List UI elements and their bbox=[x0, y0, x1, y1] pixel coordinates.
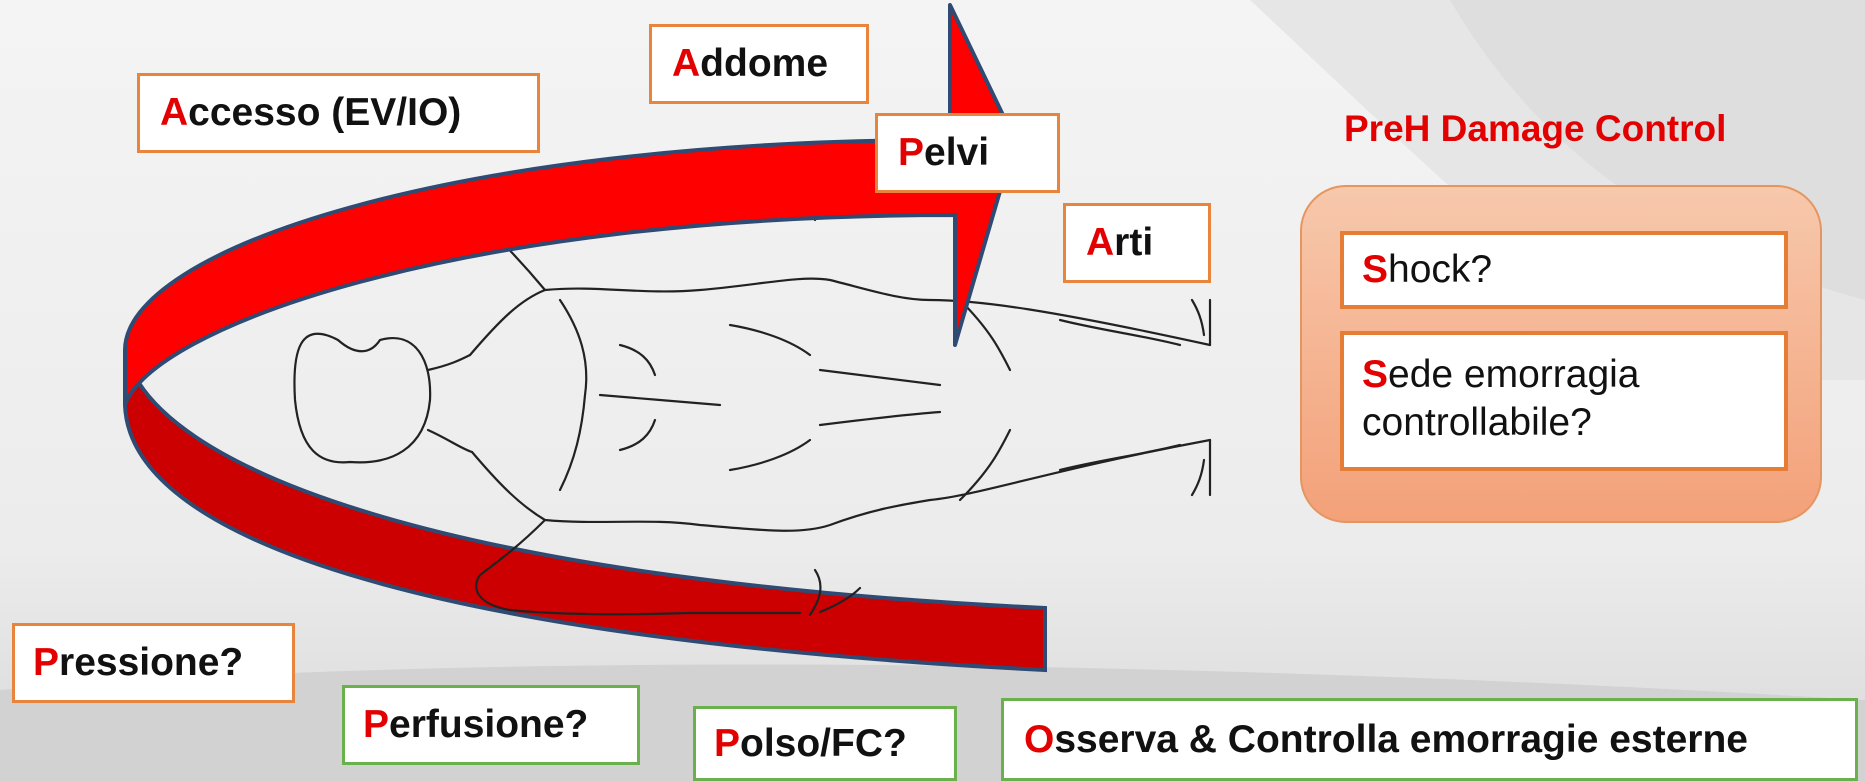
pressione-text: ressione? bbox=[59, 641, 243, 685]
panel-title: PreH Damage Control bbox=[1344, 108, 1726, 150]
osserva-text: sserva & Controlla emorragie esterne bbox=[1054, 718, 1748, 762]
upper-red-arrow bbox=[125, 5, 1015, 405]
sede-line1: Sede emorragia bbox=[1362, 351, 1784, 399]
polso-text: olso/FC? bbox=[740, 722, 907, 766]
shock-text: hock? bbox=[1388, 246, 1492, 294]
sede-box: Sede emorragia controllabile? bbox=[1340, 331, 1788, 471]
arti-text: rti bbox=[1114, 221, 1153, 265]
sede-text: ede emorragia bbox=[1388, 353, 1639, 396]
accesso-text: ccesso (EV/IO) bbox=[188, 91, 461, 135]
addome-initial: A bbox=[672, 42, 700, 86]
sede-line2: controllabile? bbox=[1362, 399, 1784, 447]
perfusione-initial: P bbox=[363, 703, 389, 747]
perfusione-text: erfusione? bbox=[389, 703, 588, 747]
pelvi-text: elvi bbox=[924, 131, 989, 175]
polso-initial: P bbox=[714, 722, 740, 766]
accesso-initial: A bbox=[160, 91, 188, 135]
sede-initial: S bbox=[1362, 353, 1388, 396]
pressione-initial: P bbox=[33, 641, 59, 685]
shock-initial: S bbox=[1362, 246, 1388, 294]
pelvi-initial: P bbox=[898, 131, 924, 175]
arti-initial: A bbox=[1086, 221, 1114, 265]
addome-text: ddome bbox=[700, 42, 828, 86]
osserva-initial: O bbox=[1024, 718, 1054, 762]
